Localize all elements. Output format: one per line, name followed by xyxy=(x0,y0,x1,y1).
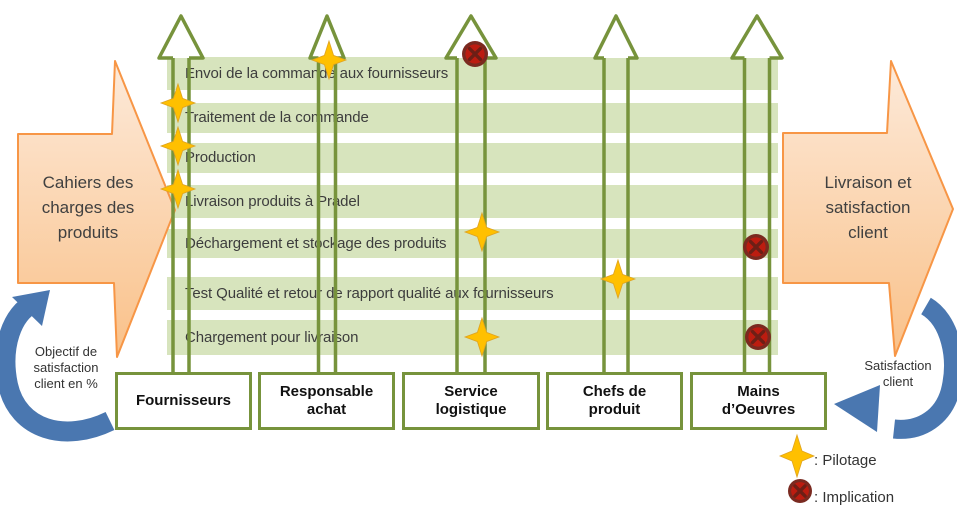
feedback-arrow-left-head-icon xyxy=(12,290,50,326)
process-row-label: Envoi de la commande aux fournisseurs xyxy=(185,64,449,82)
actor-box: Service logistique xyxy=(402,372,540,430)
implication-x-icon xyxy=(793,484,807,498)
actor-arrow-head-icon xyxy=(444,14,498,60)
implication-circle-outer xyxy=(788,479,812,503)
process-row-label: Livraison produits à Pradel xyxy=(185,192,360,210)
input-arrow-label: Cahiers des charges des produits xyxy=(41,173,135,242)
actor-box: Fournisseurs xyxy=(115,372,252,430)
feedback-left-label: Objectif de satisfaction client en % xyxy=(33,344,99,391)
process-row-bar xyxy=(167,143,778,173)
actor-arrow-head-icon xyxy=(593,14,639,60)
actor-box: Mains d’Oeuvres xyxy=(690,372,827,430)
actor-arrow-head-icon xyxy=(308,14,346,60)
implication-circle-inner xyxy=(791,482,809,500)
actor-arrow-head-icon xyxy=(157,14,205,60)
legend-icons-layer xyxy=(778,433,816,503)
feedback-right-label: Satisfaction client xyxy=(864,358,932,389)
process-row-label: Production xyxy=(185,149,256,166)
process-row-bar xyxy=(167,103,778,133)
process-row-bar xyxy=(167,277,778,310)
legend-implication-icon xyxy=(788,479,812,503)
process-row-label: Test Qualité et retour de rapport qualit… xyxy=(185,284,554,302)
actor-box: Chefs de produit xyxy=(546,372,683,430)
legend-pilotage-star-icon xyxy=(778,433,816,479)
process-row-label: Déchargement et stockage des produits xyxy=(185,234,447,252)
legend-pilotage-label: : Pilotage xyxy=(814,452,877,469)
process-row-label: Traitement de la commande xyxy=(185,109,369,126)
output-arrow-label: Livraison et satisfaction client xyxy=(824,173,912,242)
feedback-arrow-right-head-icon xyxy=(834,385,880,432)
implication-x-icon xyxy=(793,484,807,498)
actor-box: Responsable achat xyxy=(258,372,395,430)
actor-arrow-head-icon xyxy=(730,14,784,60)
legend-implication-label: : Implication xyxy=(814,489,895,506)
process-row-label: Chargement pour livraison xyxy=(185,328,359,346)
